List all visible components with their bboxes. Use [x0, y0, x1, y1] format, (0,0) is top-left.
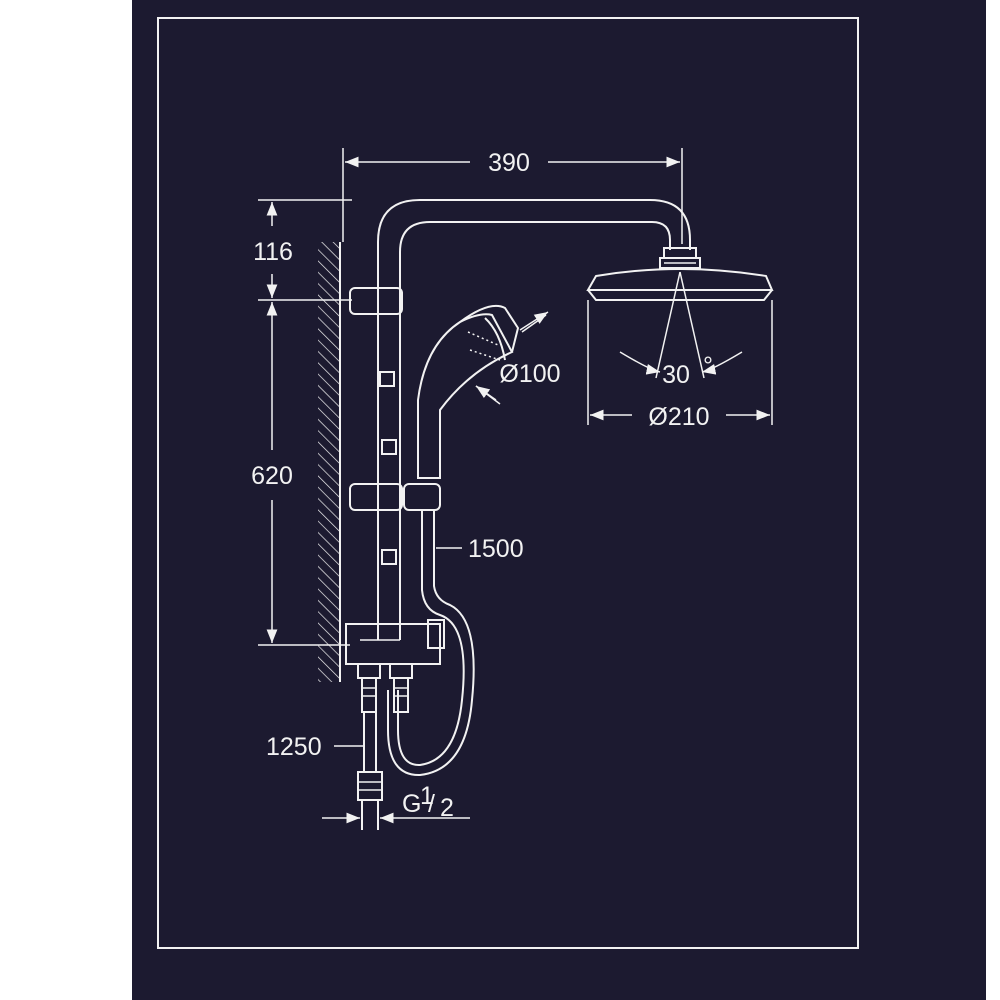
hand-shower-hose: 1500	[387, 510, 524, 777]
dim-head-diameter-label: Ø210	[648, 403, 709, 431]
dim-thread-den: 2	[440, 794, 454, 822]
svg-text:/: /	[428, 790, 435, 818]
dim-head-angle-label: 30	[662, 361, 690, 389]
dim-vertical: 116 620	[251, 199, 352, 646]
dim-arm-length-label: 390	[488, 149, 530, 177]
hand-shower: Ø100	[417, 304, 561, 479]
overhead-shower-head: 30 °	[586, 268, 774, 425]
supply-hose: 1250	[266, 712, 383, 830]
dim-thread-num: 1	[420, 782, 434, 810]
dim-thread-prefix: G	[402, 790, 421, 818]
inlet-connectors	[357, 663, 413, 713]
dim-head-angle-unit: °	[703, 352, 713, 380]
head-connector	[659, 247, 701, 269]
dim-hose-length-label: 1500	[468, 535, 524, 563]
dim-thread: G 1 / 2	[322, 782, 470, 824]
dim-rail-length-label: 620	[251, 462, 293, 490]
riser-pipe	[377, 199, 691, 640]
rail-clamps	[349, 287, 441, 565]
dim-top-offset-label: 116	[253, 238, 293, 266]
drawing-board	[132, 0, 986, 1000]
frame-border	[157, 17, 859, 949]
right-margin	[986, 0, 1000, 1000]
dim-head-diameter: Ø210	[590, 403, 770, 431]
left-margin	[0, 0, 132, 1000]
wall-hatch	[318, 242, 341, 682]
mixer-body	[345, 619, 445, 665]
dim-hand-shower-diameter-label: Ø100	[499, 360, 560, 388]
dim-arm-length: 390	[342, 148, 683, 244]
dim-supply-hose-length-label: 1250	[266, 733, 322, 761]
